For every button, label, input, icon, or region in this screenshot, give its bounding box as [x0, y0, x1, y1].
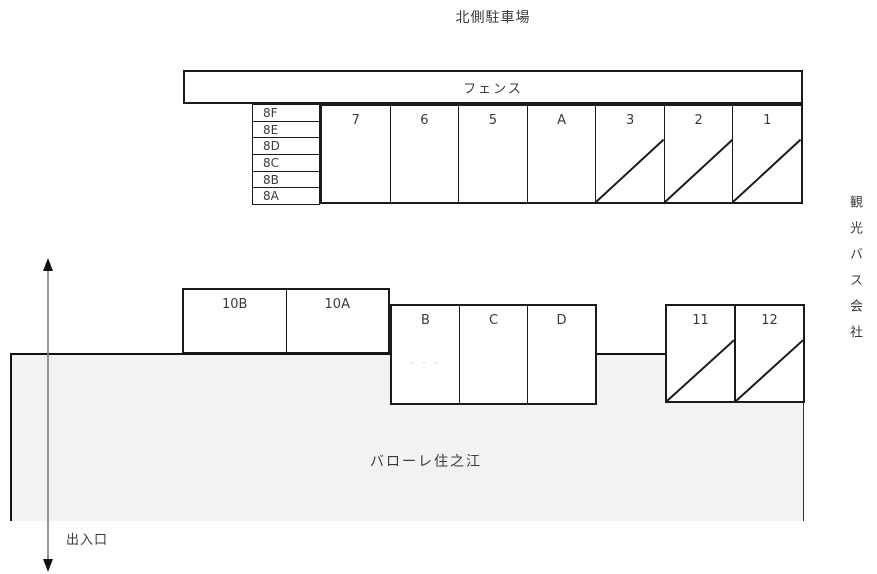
space-3-label: 3 [625, 113, 635, 128]
space-12: 12 [736, 306, 803, 401]
faint-mark: - - - [410, 358, 441, 368]
space-8d-label: 8D [263, 139, 280, 154]
space-b-label: B [421, 313, 430, 328]
space-5-label: 5 [488, 113, 498, 128]
space-a: A [528, 106, 597, 202]
diagonal-line [733, 106, 801, 202]
space-11: 11 [667, 306, 736, 401]
space-block-bcd: B - - - C D [390, 304, 597, 405]
space-6-label: 6 [420, 113, 429, 128]
space-8c-label: 8C [263, 155, 280, 170]
space-d: D [528, 306, 595, 403]
space-8b-label: 8B [263, 172, 279, 187]
space-1-label: 1 [763, 113, 772, 128]
space-10a: 10A [287, 290, 389, 352]
space-2-label: 2 [694, 113, 703, 128]
space-row-top: 7 6 5 A 3 2 1 [320, 104, 803, 204]
space-block-1112: 11 12 [665, 304, 805, 403]
space-7-label: 7 [351, 113, 360, 128]
space-10b-label: 10B [222, 297, 248, 312]
diagonal-line [667, 306, 734, 401]
space-8e: 8E [252, 120, 320, 139]
space-8d: 8D [252, 137, 320, 156]
space-8a-label: 8A [263, 189, 279, 204]
ground-area-label: バローレ住之江 [370, 454, 482, 470]
space-8f: 8F [252, 104, 320, 122]
two-way-arrow [39, 258, 57, 572]
space-8c: 8C [252, 154, 320, 172]
space-c-label: C [488, 313, 499, 328]
space-12-label: 12 [761, 313, 778, 328]
space-8b: 8B [252, 170, 320, 189]
diagonal-line [736, 306, 803, 401]
diagonal-line [665, 106, 733, 202]
entrance-exit-label: 出入口 [66, 533, 109, 548]
space-8e-label: 8E [263, 122, 279, 137]
space-a-label: A [557, 113, 566, 128]
space-1: 1 [733, 106, 801, 202]
space-3: 3 [596, 106, 665, 202]
space-8f-label: 8F [263, 105, 278, 120]
space-c: C [460, 306, 528, 403]
space-10a-label: 10A [324, 297, 350, 312]
space-7: 7 [322, 106, 391, 202]
space-d-label: D [556, 313, 567, 328]
space-11-label: 11 [692, 313, 709, 328]
space-8a: 8A [252, 187, 320, 206]
space-block-10: 10B 10A [182, 288, 390, 354]
fence-label: フェンス [463, 81, 523, 97]
diagonal-line [596, 106, 664, 202]
fence-bar: フェンス [183, 70, 803, 104]
space-10b: 10B [184, 290, 287, 352]
space-stack-8: 8F 8E 8D 8C 8B 8A [252, 104, 320, 206]
space-6: 6 [391, 106, 460, 202]
space-b: B - - - [392, 306, 460, 403]
diagram-title: 北側駐車場 [455, 10, 531, 26]
bus-company-label: 観光バス会社 [847, 195, 862, 351]
space-5: 5 [459, 106, 528, 202]
space-2: 2 [665, 106, 734, 202]
